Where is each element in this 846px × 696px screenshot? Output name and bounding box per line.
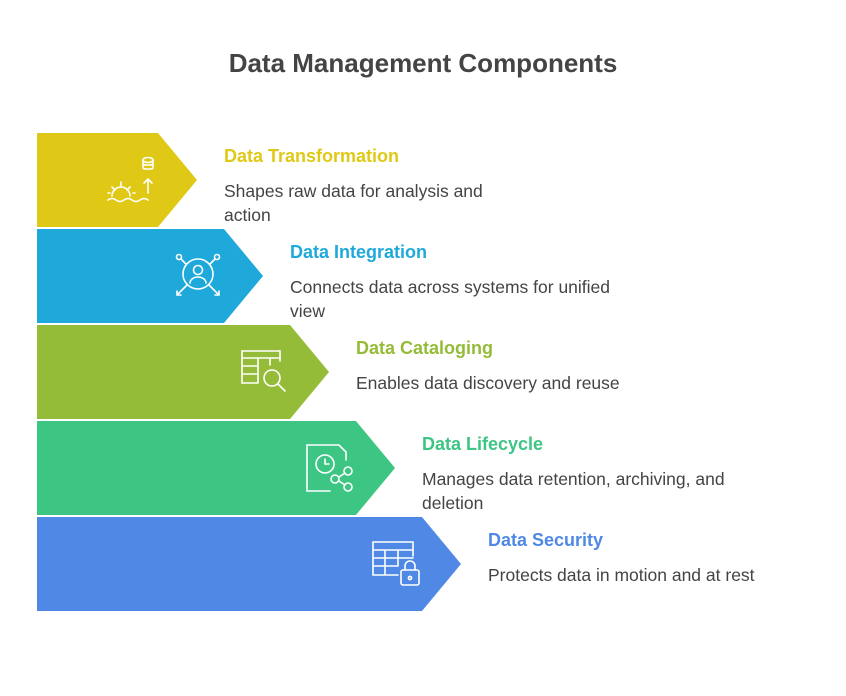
item-data-transformation: Data Transformation Shapes raw data for … [224,145,554,227]
table-lock-icon [372,541,420,586]
arrow-data-security [37,517,461,611]
arrow-data-transformation [37,133,197,227]
item-description: Connects data across systems for unified… [290,277,611,321]
document-clock-share-icon [306,444,353,492]
item-title: Data Lifecycle [422,434,544,454]
arrow-data-integration [37,229,263,323]
table-search-icon [241,350,286,392]
item-title: Data Integration [290,242,428,262]
diagram-title: Data Management Components [228,48,618,78]
item-data-cataloging: Data Cataloging Enables data discovery a… [356,337,686,395]
item-title: Data Security [488,530,604,550]
item-data-lifecycle: Data Lifecycle Manages data retention, a… [422,433,752,515]
item-description: Manages data retention, archiving, and d… [422,469,725,513]
item-description: Shapes raw data for analysis and action [224,181,483,225]
user-network-icon [175,253,221,296]
arrow-data-cataloging [37,325,329,419]
item-title: Data Transformation [224,146,400,166]
gear-database-upload-icon [107,156,154,203]
arrow-data-lifecycle [37,421,395,515]
item-title: Data Cataloging [356,338,494,358]
item-data-security: Data Security Protects data in motion an… [488,529,818,587]
item-description: Enables data discovery and reuse [356,373,620,393]
item-data-integration: Data Integration Connects data across sy… [290,241,620,323]
item-description: Protects data in motion and at rest [488,565,755,585]
